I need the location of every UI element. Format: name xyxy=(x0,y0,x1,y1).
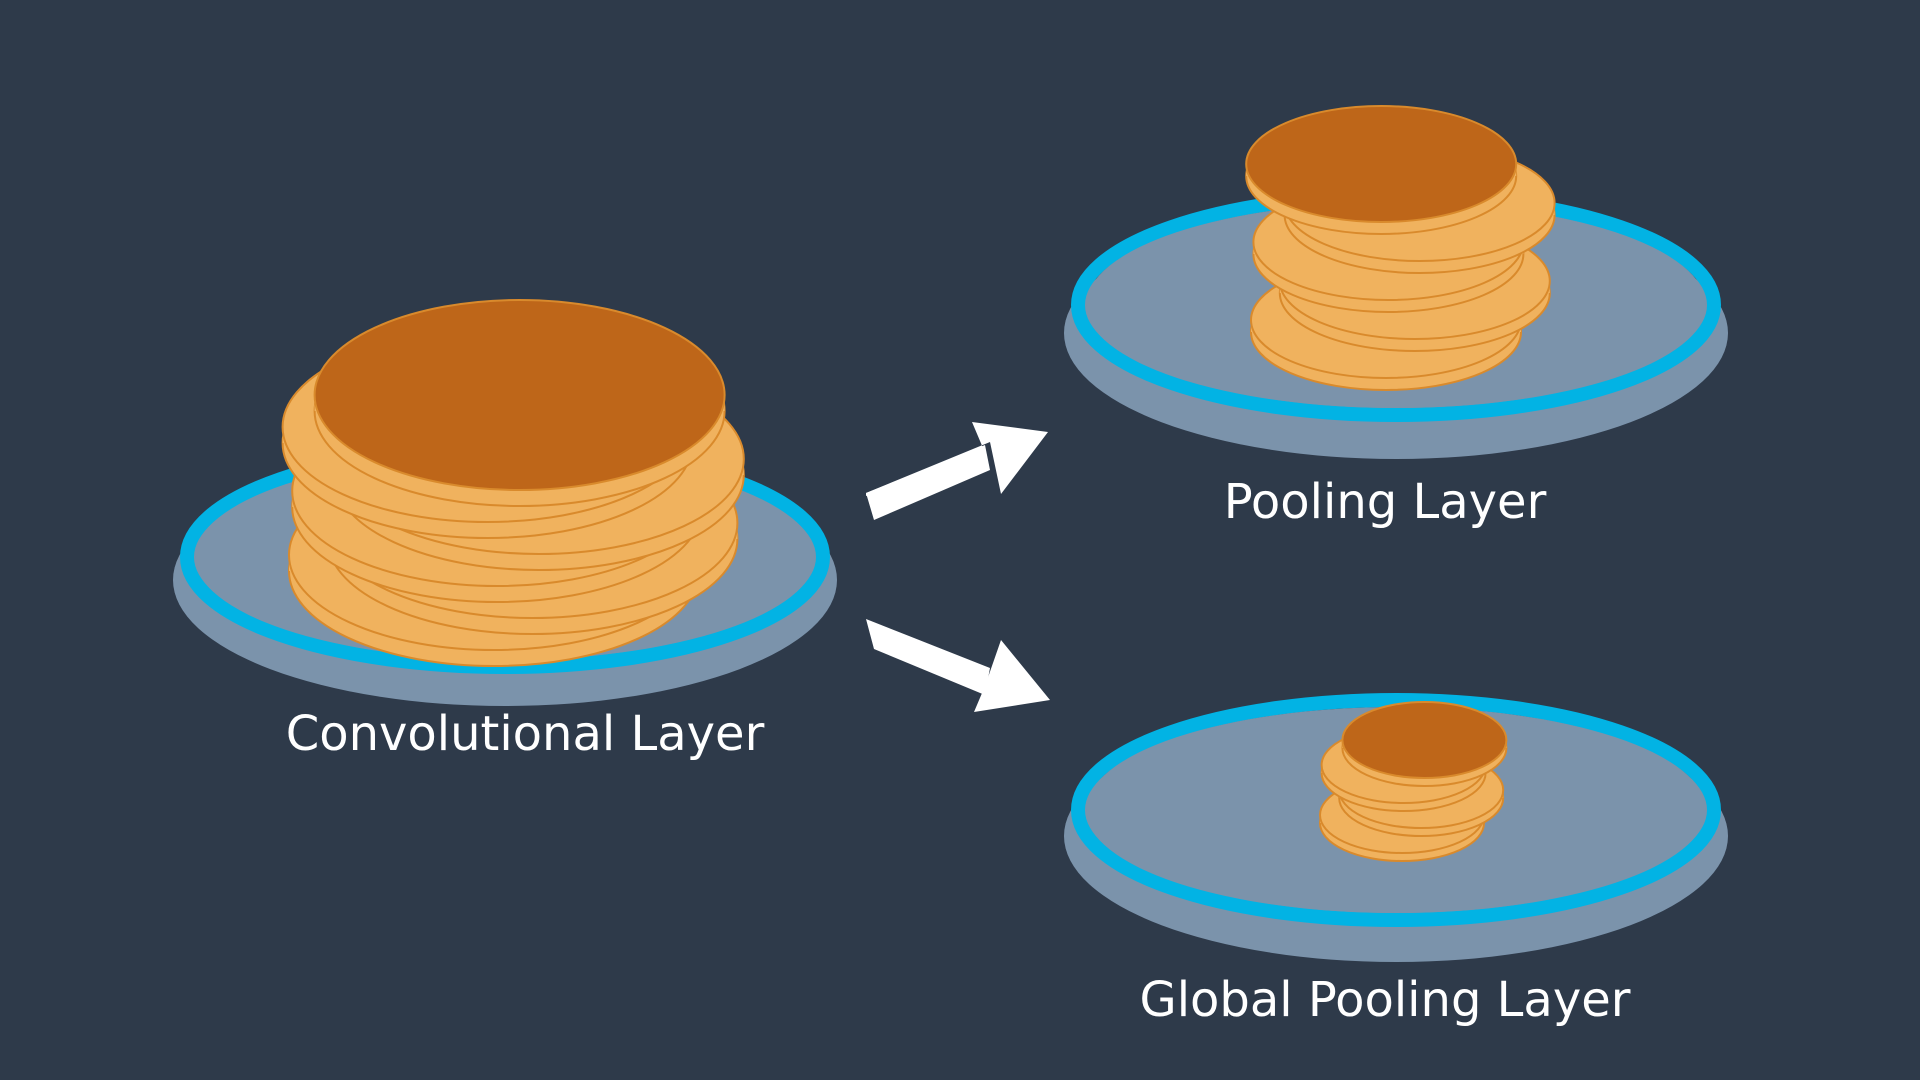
global-pooling-layer-label: Global Pooling Layer xyxy=(1139,972,1631,1028)
pooling-pancake-stack xyxy=(1245,105,1556,391)
pooling-layer-label: Pooling Layer xyxy=(1223,474,1547,530)
convolutional-pancake-stack xyxy=(281,299,745,667)
global-pooling-pancake xyxy=(1341,701,1508,787)
pooling-pancake xyxy=(1245,105,1518,235)
convolutional-layer-label: Convolutional Layer xyxy=(285,706,765,762)
convolutional-pancake xyxy=(313,299,726,507)
global-pooling-pancake-stack xyxy=(1319,701,1508,862)
arrow-to-global-pooling xyxy=(866,619,1050,712)
arrow-to-pooling xyxy=(866,422,1048,520)
